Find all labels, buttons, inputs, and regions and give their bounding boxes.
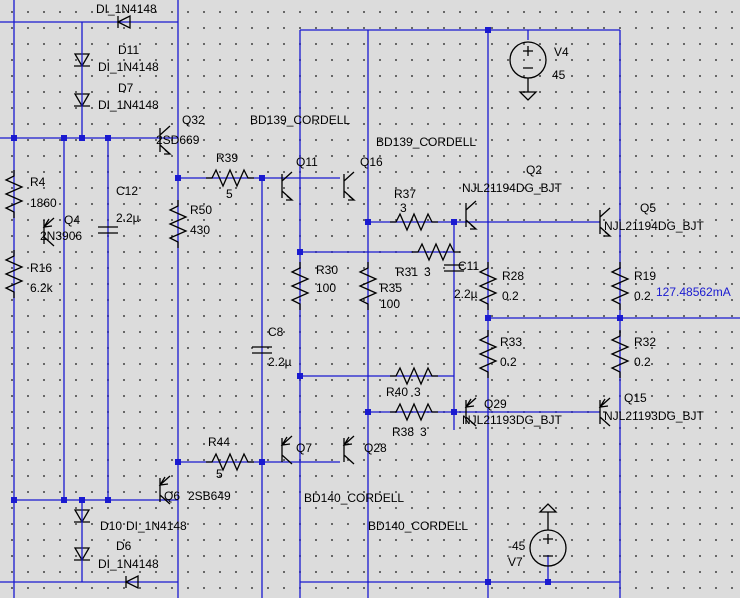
r50-value: 430 xyxy=(190,223,210,237)
r35-value: 100 xyxy=(380,297,400,311)
q15-ref: Q15 xyxy=(624,391,647,405)
q7-ref: Q7 xyxy=(296,441,312,455)
q16-model: BD139_CORDELL xyxy=(376,135,476,149)
r28-ref: R28 xyxy=(502,269,524,283)
r4-ref: R4 xyxy=(30,175,46,189)
d-top-model: DI_1N4148 xyxy=(96,2,157,16)
r32-value: 0.2 xyxy=(634,355,651,369)
d6-ref: D6 xyxy=(116,539,132,553)
r37-value: 3 xyxy=(400,201,407,215)
r4-value: 1860 xyxy=(30,196,57,210)
r44-ref: R44 xyxy=(208,435,230,449)
d10-ref: D10 xyxy=(100,519,122,533)
v4-ref: V4 xyxy=(554,45,569,59)
r16-ref: R16 xyxy=(30,261,52,275)
r35-ref: R35 xyxy=(380,281,402,295)
c8-value: 2.2µ xyxy=(268,355,292,369)
q2-model: NJL21194DG_BJT xyxy=(462,181,562,195)
q32-model: 2SD669 xyxy=(156,133,200,147)
q28-model: BD140_CORDELL xyxy=(368,519,468,533)
d10-model: DI_1N4148 xyxy=(126,519,187,533)
current-measurement[interactable]: 127.48562mA xyxy=(656,285,731,299)
r39-value: 5 xyxy=(226,187,233,201)
r40-value: 3 xyxy=(414,385,421,399)
q6-model: 2SB649 xyxy=(188,489,231,503)
r19-ref: R19 xyxy=(634,269,656,283)
q6-ref: Q6 xyxy=(164,489,180,503)
r30-value: 100 xyxy=(316,281,336,295)
r30-ref: R30 xyxy=(316,263,338,277)
q16-ref: Q16 xyxy=(360,155,383,169)
q5-ref: Q5 xyxy=(640,201,656,215)
q4-model: 2N3906 xyxy=(40,229,82,243)
r33-ref: R33 xyxy=(500,335,522,349)
c11-ref: C11 xyxy=(458,259,479,273)
q29-ref: Q29 xyxy=(484,397,507,411)
r38-value: 3 xyxy=(420,425,427,439)
c12-value: 2.2µ xyxy=(116,211,140,225)
q5-model: NJL21194DG_BJT xyxy=(604,219,704,233)
q7-model: BD140_CORDELL xyxy=(304,491,404,505)
q32-ref: Q32 xyxy=(182,113,205,127)
d6-model: DI_1N4148 xyxy=(98,557,159,571)
r16-value: 6.2k xyxy=(30,281,54,295)
q15-model: NJL21193DG_BJT xyxy=(604,409,704,423)
d11-model: DI_1N4148 xyxy=(98,60,159,74)
c11-value: 2.2µ xyxy=(454,287,478,301)
r50-ref: R50 xyxy=(190,203,212,217)
r31-value: 3 xyxy=(424,265,431,279)
r40-ref: R40 xyxy=(386,385,408,399)
v7-value: -45 xyxy=(508,539,526,553)
r19-value: 0.2 xyxy=(634,289,651,303)
q11-ref: Q11 xyxy=(296,155,318,169)
c8-ref: C8 xyxy=(268,325,284,339)
r28-value: 0.2 xyxy=(502,289,519,303)
q28-ref: Q28 xyxy=(364,441,387,455)
q29-model: NJL21193DG_BJT xyxy=(462,413,562,427)
q11-model: BD139_CORDELL xyxy=(250,113,350,127)
v7-ref: V7 xyxy=(508,555,523,569)
r32-ref: R32 xyxy=(634,335,656,349)
v4-value: 45 xyxy=(552,68,566,82)
labels: DI_1N4148 D11 DI_1N4148 D7 DI_1N4148 Q32… xyxy=(30,2,731,571)
r37-ref: R37 xyxy=(394,187,416,201)
d11-ref: D11 xyxy=(118,43,139,57)
q2-ref: Q2 xyxy=(526,163,542,177)
q4-ref: Q4 xyxy=(64,213,80,227)
r31-ref: R31 xyxy=(396,265,418,279)
r33-value: 0.2 xyxy=(500,355,517,369)
r44-value: 5 xyxy=(216,467,223,481)
d7-ref: D7 xyxy=(118,81,134,95)
r38-ref: R38 xyxy=(392,425,414,439)
c12-ref: C12 xyxy=(116,184,138,198)
d7-model: DI_1N4148 xyxy=(98,98,159,112)
r39-ref: R39 xyxy=(216,151,238,165)
symbols xyxy=(5,14,629,590)
